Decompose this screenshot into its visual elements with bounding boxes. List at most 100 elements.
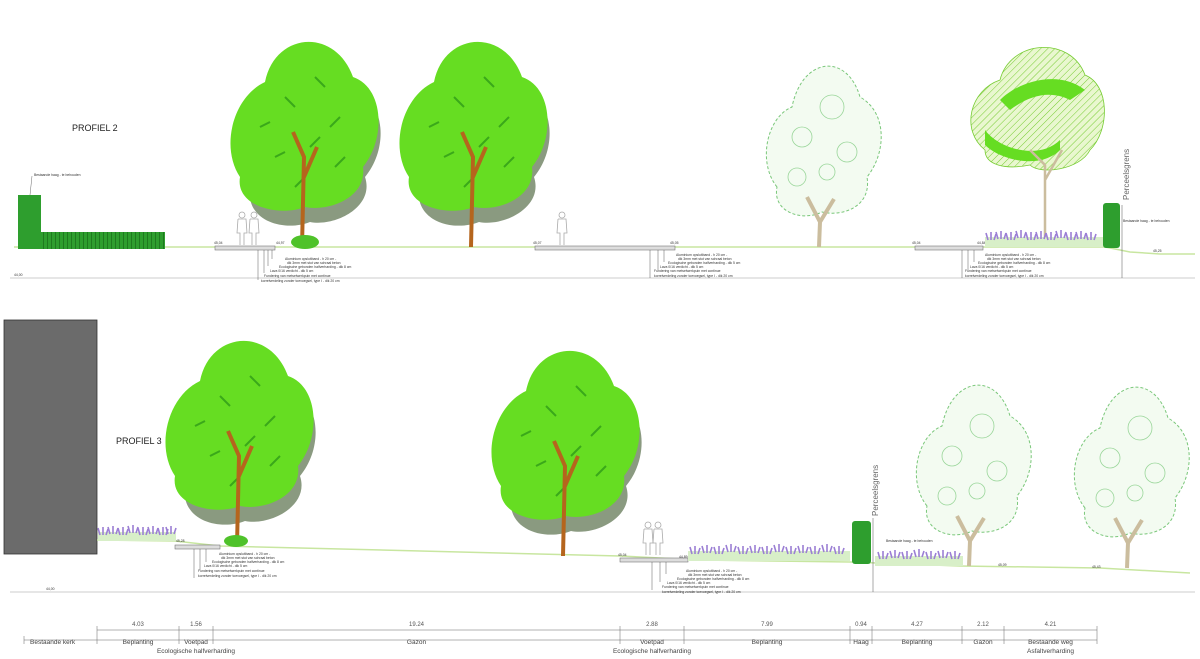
lavender-planting xyxy=(985,229,1103,247)
pedestrian xyxy=(642,521,654,556)
dimension-value: 0.94 xyxy=(855,622,867,628)
segment-sublabel: Ecologische halfverharding xyxy=(157,648,235,655)
svg-text:Aluminium opsluitband - h 20 c: Aluminium opsluitband - h 20 cm - xyxy=(285,257,336,261)
profile-2-title: PROFIEL 2 xyxy=(72,123,118,133)
level-label: 45,43 xyxy=(1092,565,1101,569)
svg-text:Ecologische gebonden halfverha: Ecologische gebonden halfverharding - di… xyxy=(668,261,741,265)
svg-text:korrelverdeling zonder toevoeg: korrelverdeling zonder toevoegsel, type … xyxy=(662,590,741,594)
svg-text:Aluminium opsluitband - h 20 c: Aluminium opsluitband - h 20 cm - xyxy=(985,253,1036,257)
tree-green-1 xyxy=(228,39,383,249)
hedge-label: Bestaande haag - te behouden xyxy=(34,173,81,177)
svg-text:korrelverdeling zonder toevoeg: korrelverdeling zonder toevoegsel, type … xyxy=(654,274,733,278)
svg-text:Lava 0/16 verdicht - dik 5 cm: Lava 0/16 verdicht - dik 5 cm xyxy=(660,265,704,269)
perceelsgrens-label: Perceelsgrens xyxy=(1122,149,1131,200)
segment-label: Voetpad xyxy=(640,639,664,646)
svg-text:Fundering van metselwerkpuin m: Fundering van metselwerkpuin met continu… xyxy=(264,274,331,278)
svg-text:Aluminium opsluitband - h 20 c: Aluminium opsluitband - h 20 cm - xyxy=(686,569,737,573)
dimension-value: 4.03 xyxy=(132,622,144,628)
segment-label: Voetpad xyxy=(184,639,208,646)
callout-construction-left: Aluminium opsluitband - h 20 cm - dik 3m… xyxy=(193,549,285,578)
level-label: 45,28 xyxy=(176,539,185,543)
level-label: 45,09 xyxy=(998,563,1007,567)
dimension-value: 4.27 xyxy=(911,622,923,628)
svg-text:Ecologische gebonden halfverha: Ecologische gebonden halfverharding - di… xyxy=(677,577,750,581)
segment-label: Gazon xyxy=(973,639,993,646)
dimension-value: 2.12 xyxy=(977,622,989,628)
level-label: 45,04 xyxy=(618,553,627,557)
level-label: 44,84 xyxy=(977,241,986,245)
pedestrian xyxy=(556,211,568,246)
ground-level-label: 44,00 xyxy=(46,587,55,591)
tree-green-1 xyxy=(163,338,318,548)
profile-3-title: PROFIEL 3 xyxy=(116,436,162,446)
existing-hedge-low xyxy=(41,232,165,249)
callout-construction-mid: Aluminium opsluitband - h 20 cm - dik 3m… xyxy=(649,250,741,278)
hedge-label: Bestaande haag - te behouden xyxy=(886,539,933,543)
profile-3: PROFIEL 3 44,00 45,28 45,04 44,89 45,09 … xyxy=(3,319,1195,594)
svg-text:korrelverdeling zonder toevoeg: korrelverdeling zonder toevoegsel, type … xyxy=(261,279,340,283)
svg-text:korrelverdeling zonder toevoeg: korrelverdeling zonder toevoegsel, type … xyxy=(198,574,277,578)
pedestrian xyxy=(652,521,664,556)
level-label: 44,97 xyxy=(276,241,285,245)
svg-text:Fundering van metselwerkpuin m: Fundering van metselwerkpuin met continu… xyxy=(654,269,721,273)
level-label: 45,04 xyxy=(912,241,921,245)
segment-label: Beplanting xyxy=(902,639,933,646)
tree-ghost-1 xyxy=(764,64,884,249)
ground-level-label: 44,00 xyxy=(14,273,23,277)
existing-hedge xyxy=(852,521,871,564)
dimension-value: 19.24 xyxy=(409,622,425,628)
profile-2: PROFIEL 2 44,00 Bestaande haag - te beho… xyxy=(10,39,1195,283)
level-label: 45,07 xyxy=(533,241,542,245)
svg-text:Lava 0/16 verdicht - dik 5 cm: Lava 0/16 verdicht - dik 5 cm xyxy=(204,564,248,568)
tree-green-2 xyxy=(489,348,644,558)
level-label: 45,25 xyxy=(1153,249,1162,253)
svg-text:Lava 0/16 verdicht - dik 5 cm: Lava 0/16 verdicht - dik 5 cm xyxy=(970,265,1014,269)
dimension-value: 1.56 xyxy=(190,622,202,628)
svg-text:Fundering van metselwerkpuin m: Fundering van metselwerkpuin met continu… xyxy=(965,269,1032,273)
svg-text:korrelverdeling zonder toevoeg: korrelverdeling zonder toevoegsel, type … xyxy=(965,274,1044,278)
dimension-value: 2.88 xyxy=(646,622,658,628)
svg-text:Fundering van metselwerkpuin m: Fundering van metselwerkpuin met continu… xyxy=(198,569,265,573)
segment-sublabel: Asfaltverharding xyxy=(1027,648,1074,655)
segment-label: Gazon xyxy=(407,639,427,646)
footpath-section xyxy=(914,245,984,251)
lavender-planting xyxy=(97,524,177,541)
svg-text:dik 3mm met stut van schraal b: dik 3mm met stut van schraal beton xyxy=(688,573,742,577)
shrub xyxy=(291,235,319,249)
svg-text:Aluminium opsluitband - h 20 c: Aluminium opsluitband - h 20 cm - xyxy=(219,552,270,556)
segment-label: Beplanting xyxy=(123,639,154,646)
footpath-section xyxy=(174,544,221,550)
callout-construction-left: Aluminium opsluitband - h 20 cm - dik 3m… xyxy=(257,250,352,283)
pedestrian xyxy=(248,211,260,246)
svg-text:dik 3mm met stut van schraal b: dik 3mm met stut van schraal beton xyxy=(287,261,341,265)
dimension-value: 7.99 xyxy=(761,622,773,628)
segment-label-church: Bestaande kerk xyxy=(30,639,76,646)
svg-text:Ecologische gebonden halfverha: Ecologische gebonden halfverharding - di… xyxy=(212,560,285,564)
footpath-section xyxy=(214,245,276,251)
svg-text:Lava 0/16 verdicht - dik 5 cm: Lava 0/16 verdicht - dik 5 cm xyxy=(270,269,314,273)
svg-text:dik 3mm met stut van schraal b: dik 3mm met stut van schraal beton xyxy=(221,556,275,560)
segment-label: Bestaande weg xyxy=(1028,639,1073,646)
svg-text:Ecologische gebonden halfverha: Ecologische gebonden halfverharding - di… xyxy=(978,261,1051,265)
footpath-section xyxy=(534,245,676,251)
footpath-section xyxy=(619,557,689,563)
lavender-planting xyxy=(875,548,963,566)
hedge-label-right: Bestaande haag - te behouden xyxy=(1123,219,1170,223)
segment-label: Haag xyxy=(853,639,869,646)
dimension-value: 4.21 xyxy=(1045,622,1057,628)
existing-hedge-right xyxy=(1103,203,1120,248)
tree-green-2 xyxy=(397,39,552,249)
segment-sublabel: Ecologische halfverharding xyxy=(613,648,691,655)
perceelsgrens-label: Perceelsgrens xyxy=(871,465,880,516)
svg-text:dik 3mm met stut van schraal b: dik 3mm met stut van schraal beton xyxy=(678,257,732,261)
svg-text:Fundering van metselwerkpuin m: Fundering van metselwerkpuin met continu… xyxy=(662,585,729,589)
svg-text:Lava 0/16 verdicht - dik 5 cm: Lava 0/16 verdicht - dik 5 cm xyxy=(667,581,711,585)
existing-hedge-tall xyxy=(18,195,41,249)
shrub xyxy=(224,535,248,547)
callout-leader xyxy=(29,175,33,196)
tree-ghost-1 xyxy=(914,383,1034,568)
callout-construction-mid: Aluminium opsluitband - h 20 cm - dik 3m… xyxy=(651,562,750,594)
svg-text:dik 3mm met stut van schraal b: dik 3mm met stut van schraal beton xyxy=(987,257,1041,261)
level-label: 44,89 xyxy=(679,555,688,559)
